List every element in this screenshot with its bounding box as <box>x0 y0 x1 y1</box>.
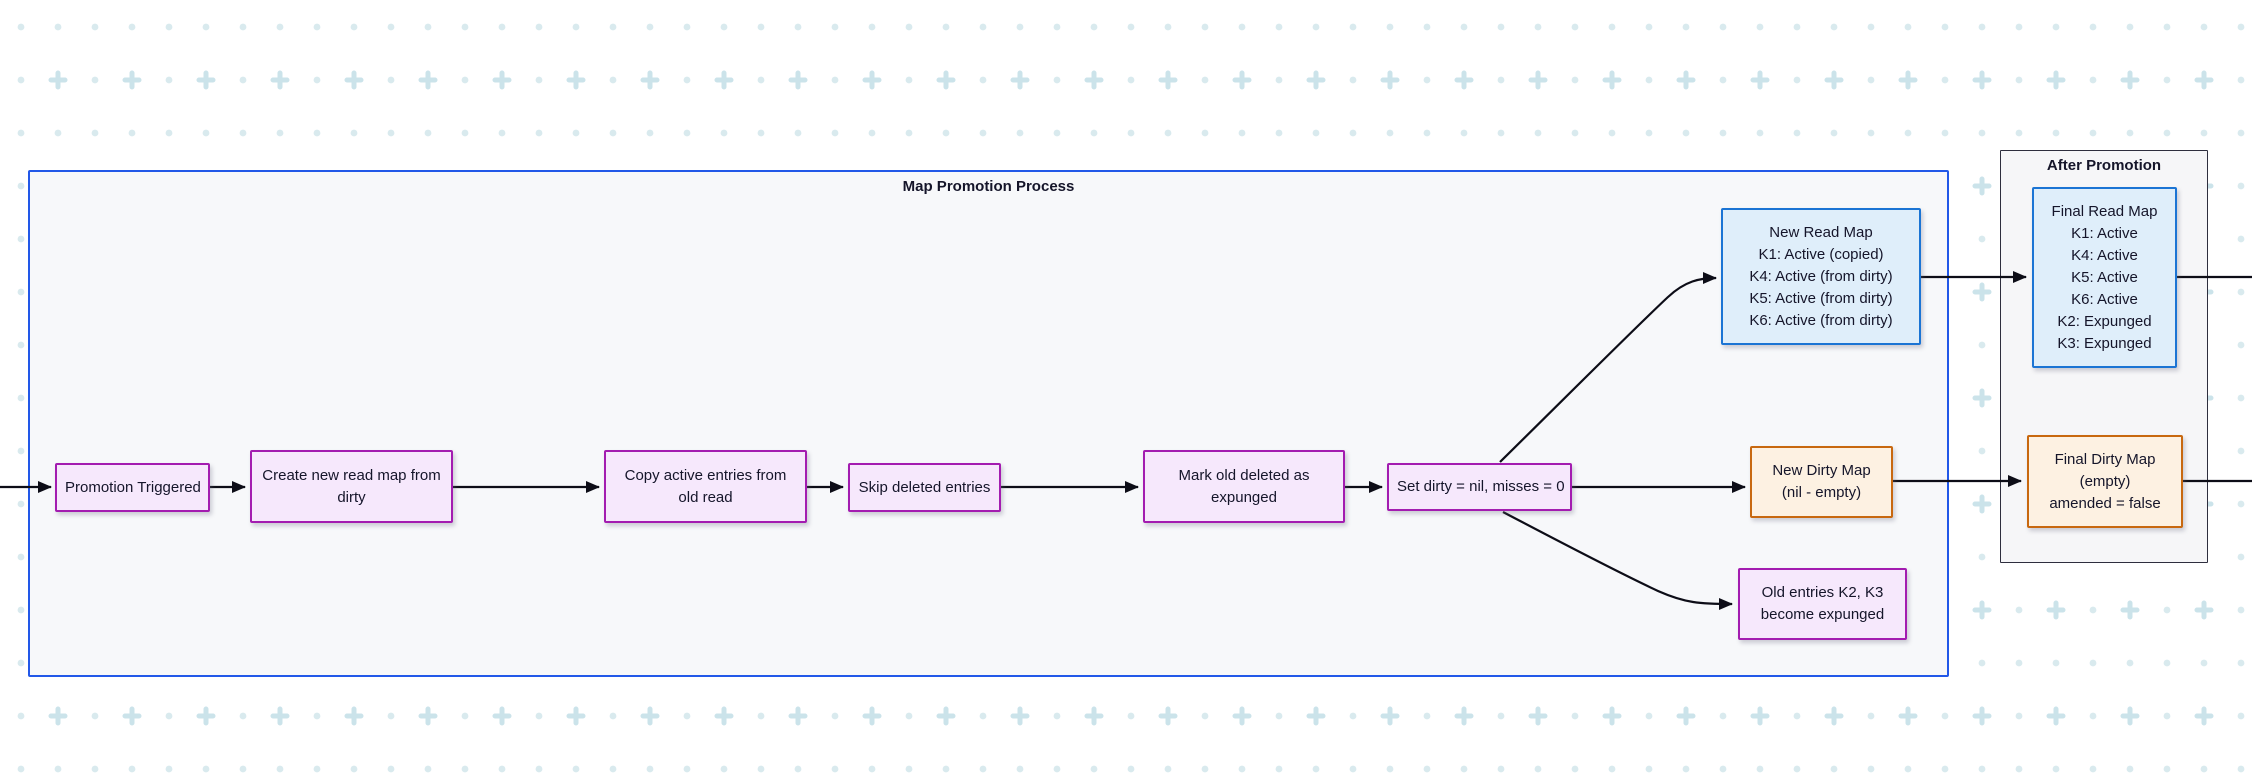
node-label: Create new read map from dirty <box>262 466 441 506</box>
node-new-read-map: New Read Map K1: Active (copied) K4: Act… <box>1721 208 1921 345</box>
node-line: K6: Active (from dirty) <box>1749 311 1893 329</box>
node-copy-active-entries: Copy active entries from old read <box>604 450 807 523</box>
node-line: K4: Active <box>2071 246 2138 264</box>
node-line: (empty) <box>2079 472 2131 490</box>
node-line: Old entries K2, K3 <box>1761 584 1884 601</box>
node-new-dirty-map: New Dirty Map (nil - empty) <box>1750 446 1893 518</box>
node-line: K3: Expunged <box>2057 334 2152 352</box>
node-label: Skip deleted entries <box>858 478 991 496</box>
node-create-new-read-map: Create new read map from dirty <box>250 450 453 523</box>
node-final-dirty-map: Final Dirty Map (empty) amended = false <box>2027 435 2183 528</box>
node-line: Final Dirty Map <box>2054 450 2156 468</box>
node-old-entries-expunged: Old entries K2, K3 become expunged <box>1738 568 1907 640</box>
node-line: amended = false <box>2049 494 2161 512</box>
node-mark-old-deleted: Mark old deleted as expunged <box>1143 450 1345 523</box>
node-line: K4: Active (from dirty) <box>1749 267 1893 285</box>
node-final-read-map: Final Read Map K1: Active K4: Active K5:… <box>2032 187 2177 368</box>
node-line: (nil - empty) <box>1781 484 1862 501</box>
node-set-dirty: Set dirty = nil, misses = 0 <box>1387 463 1572 511</box>
node-line: K5: Active <box>2071 268 2138 286</box>
node-line: K6: Active <box>2071 290 2138 308</box>
node-label: Copy active entries from old read <box>624 466 787 506</box>
node-line: New Read Map <box>1769 223 1873 241</box>
node-promotion-triggered: Promotion Triggered <box>55 463 210 512</box>
node-line: K1: Active <box>2071 224 2138 242</box>
node-line: New Dirty Map <box>1772 462 1871 479</box>
node-skip-deleted-entries: Skip deleted entries <box>848 463 1001 512</box>
after-container-title: After Promotion <box>2046 157 2162 174</box>
node-line: become expunged <box>1760 606 1885 623</box>
process-container-title: Map Promotion Process <box>902 178 1075 195</box>
node-label: Set dirty = nil, misses = 0 <box>1397 478 1565 495</box>
node-label: Mark old deleted as expunged <box>1178 466 1310 506</box>
node-label: Promotion Triggered <box>65 478 201 496</box>
node-line: K2: Expunged <box>2057 312 2152 330</box>
node-line: Final Read Map <box>2051 202 2158 220</box>
node-line: K1: Active (copied) <box>1758 245 1884 263</box>
map-promotion-process-container: Map Promotion Process <box>28 170 1949 677</box>
node-line: K5: Active (from dirty) <box>1749 289 1893 307</box>
